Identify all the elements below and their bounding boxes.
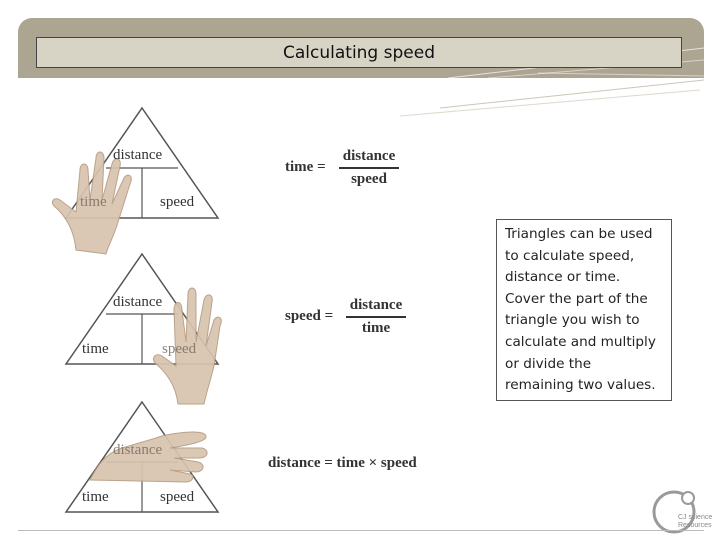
fraction-bar <box>339 167 399 169</box>
formula-time-lhs: time = <box>285 159 326 176</box>
formula-time-fraction: distance speed <box>339 148 399 188</box>
explanation-note: Triangles can be used to calculate speed… <box>496 219 672 401</box>
triangle-2-top-label: distance <box>113 294 162 311</box>
triangle-1-left-label: time <box>80 194 107 211</box>
triangle-2-right-label: speed <box>162 341 196 358</box>
formula-speed-lhs: speed = <box>285 308 333 325</box>
formula-speed-numerator: distance <box>346 297 406 314</box>
formula-time-denominator: speed <box>339 171 399 188</box>
formula-distance: distance = time × speed <box>268 455 417 472</box>
header-swoosh <box>400 78 704 118</box>
triangle-3-top-label: distance <box>113 442 162 459</box>
triangle-2-left-label: time <box>82 341 109 358</box>
footer-divider <box>18 530 704 531</box>
triangle-3-right-label: speed <box>160 489 194 506</box>
formula-speed-fraction: distance time <box>346 297 406 337</box>
logo-text: CJ science Resources <box>678 514 718 530</box>
fraction-bar <box>346 316 406 318</box>
slide-title: Calculating speed <box>36 37 682 68</box>
triangle-3-left-label: time <box>82 489 109 506</box>
formula-speed-denominator: time <box>346 320 406 337</box>
triangle-1-top-label: distance <box>113 147 162 164</box>
triangle-1-right-label: speed <box>160 194 194 211</box>
formula-time-numerator: distance <box>339 148 399 165</box>
